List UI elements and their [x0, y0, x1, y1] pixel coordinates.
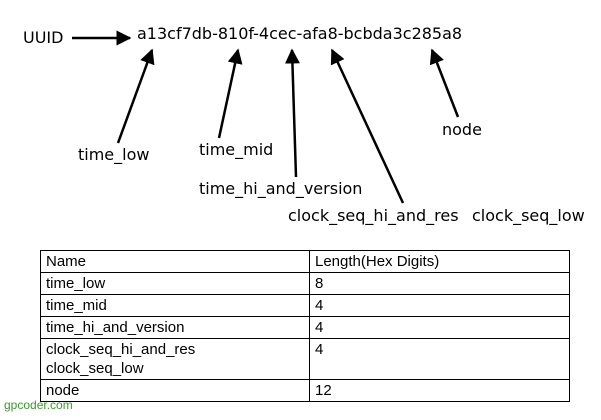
time-low-label: time_low	[78, 145, 150, 164]
cell-length: 12	[309, 379, 570, 402]
table-row: time_hi_and_version 4	[40, 316, 570, 339]
cell-name: time_mid	[40, 294, 310, 317]
node-arrow	[429, 48, 460, 118]
time-low-arrow	[116, 48, 155, 144]
cell-length: 4	[309, 338, 570, 380]
time-hi-and-version-arrow	[284, 48, 300, 178]
clock-seq-arrow	[330, 48, 405, 204]
time-mid-arrow	[217, 48, 243, 139]
watermark-text: gpcoder.com	[4, 398, 73, 412]
cell-length: 4	[309, 294, 570, 317]
table-row: time_low 8	[40, 272, 570, 295]
table-row: time_mid 4	[40, 294, 570, 317]
column-header-length: Length(Hex Digits)	[309, 250, 570, 273]
uuid-value: a13cf7db-810f-4cec-afa8-bcbda3c285a8	[137, 24, 463, 43]
cell-name: time_hi_and_version	[40, 316, 310, 339]
time-hi-and-version-label: time_hi_and_version	[199, 179, 363, 198]
cell-name-line: clock_seq_low	[46, 360, 144, 377]
time-mid-label: time_mid	[199, 140, 274, 159]
table-header-row: Name Length(Hex Digits)	[40, 250, 570, 273]
uuid-fields-table: Name Length(Hex Digits) time_low 8 time_…	[40, 250, 570, 402]
cell-name: time_low	[40, 272, 310, 295]
cell-name-line: clock_seq_hi_and_res	[46, 341, 196, 358]
cell-length: 4	[309, 316, 570, 339]
uuid-structure-diagram: UUID a13cf7db-810f-4cec-afa8-bcbda3c285a…	[23, 24, 585, 225]
cell-name: clock_seq_hi_and_res clock_seq_low	[40, 338, 310, 380]
arrows-layer	[72, 30, 460, 204]
cell-length: 8	[309, 272, 570, 295]
clock-seq-hi-and-res-label: clock_seq_hi_and_res	[288, 206, 459, 225]
node-label: node	[442, 120, 482, 139]
table-row: node 12	[40, 379, 570, 402]
table-row: clock_seq_hi_and_res clock_seq_low 4	[40, 338, 570, 380]
uuid-label: UUID	[23, 28, 64, 47]
cell-name: node	[40, 379, 310, 402]
clock-seq-low-label: clock_seq_low	[472, 206, 585, 225]
column-header-name: Name	[40, 250, 310, 273]
